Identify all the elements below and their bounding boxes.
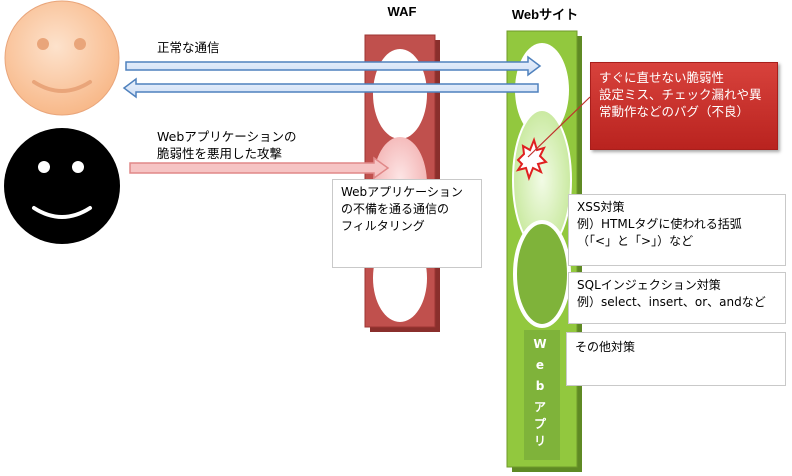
normal-traffic-arrows	[122, 55, 542, 99]
callout-connector	[527, 96, 591, 158]
website-column	[506, 30, 582, 472]
attack-label-line: 脆弱性を悪用した攻撃	[157, 146, 283, 161]
vulnerability-callout: すぐに直せない脆弱性 設定ミス、チェック漏れや異 常動作などのバグ（不良）	[590, 62, 778, 150]
attacker-face-icon	[4, 128, 120, 244]
attack-arrow-icon	[129, 156, 390, 180]
attack-label-line: Webアプリケーションの	[157, 129, 297, 144]
attack-arrow	[129, 156, 390, 180]
response-arrow-icon	[122, 77, 539, 99]
waf-note-line: Webアプリケーション	[341, 185, 463, 199]
xss-line: （「<」と「>」）など	[577, 234, 694, 248]
sqli-line: 例）select、insert、or、andなど	[577, 295, 766, 309]
other-line: その他対策	[575, 340, 636, 354]
request-arrow-icon	[125, 55, 542, 77]
xss-line: 例）HTMLタグに使われる括弧	[577, 217, 742, 231]
sqli-countermeasure-note: SQLインジェクション対策 例）select、insert、or、andなど	[568, 272, 786, 324]
other-countermeasure-note: その他対策	[566, 332, 786, 386]
webapp-char: リ	[533, 434, 546, 448]
webapp-vertical-label: W e b ア プ リ	[528, 336, 552, 450]
waf-title: WAF	[387, 4, 417, 19]
webapp-char: ア	[533, 400, 546, 414]
waf-note-line: フィルタリング	[341, 219, 425, 233]
vuln-line: 設定ミス、チェック漏れや異	[599, 87, 762, 102]
website-title: Webサイト	[511, 7, 579, 22]
normal-user-face-icon	[4, 0, 120, 116]
xss-countermeasure-note: XSS対策 例）HTMLタグに使われる括弧 （「<」と「>」）など	[568, 194, 786, 266]
waf-pass-hole	[373, 49, 427, 139]
vuln-line: すぐに直せない脆弱性	[599, 70, 725, 85]
vuln-line: 常動作などのバグ（不良）	[599, 104, 750, 119]
site-xss-hole	[513, 220, 571, 328]
waf-note-line: の不備を通る通信の	[341, 202, 450, 216]
webapp-char: e	[535, 358, 545, 372]
vuln-burst-icon	[515, 136, 548, 182]
attack-label: Webアプリケーションの 脆弱性を悪用した攻撃	[157, 128, 347, 162]
webapp-char: W	[533, 337, 547, 351]
waf-filter-note: Webアプリケーション の不備を通る通信の フィルタリング	[332, 179, 482, 268]
xss-line: XSS対策	[577, 200, 625, 214]
sqli-line: SQLインジェクション対策	[577, 278, 721, 292]
normal-traffic-label: 正常な通信	[157, 40, 220, 55]
webapp-char: プ	[533, 417, 546, 431]
webapp-char: b	[535, 379, 545, 393]
